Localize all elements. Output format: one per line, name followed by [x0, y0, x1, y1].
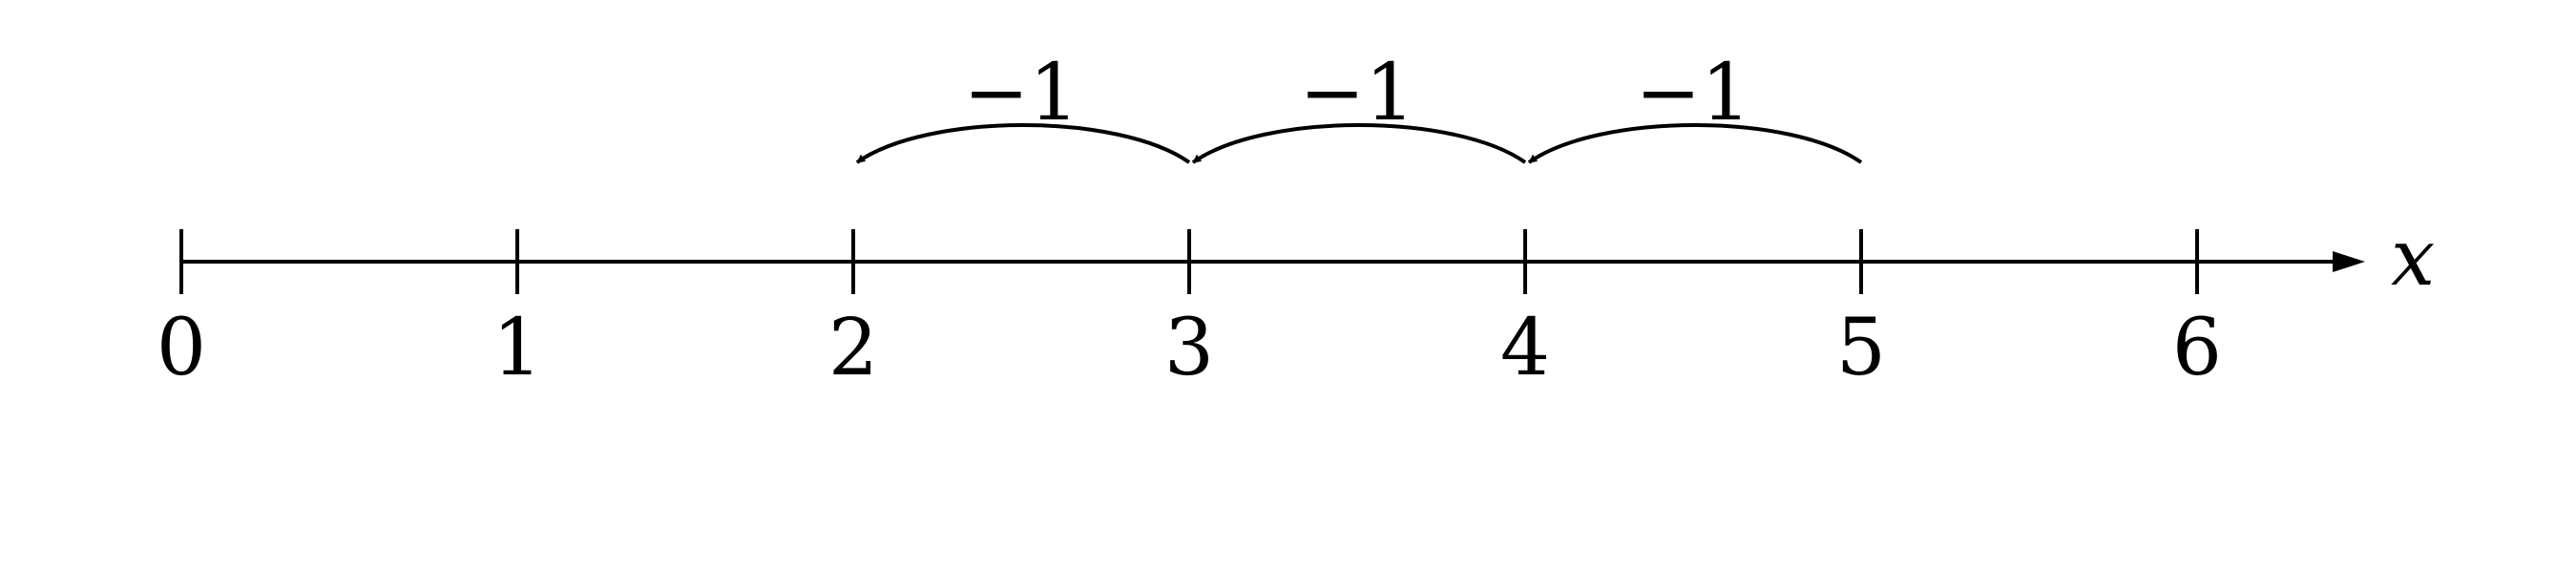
tick-label-1: 1 — [492, 303, 542, 393]
axis-label: x — [2391, 213, 2435, 304]
jump-label-4-to-3: −1 — [1300, 48, 1415, 138]
tick-label-0: 0 — [157, 303, 206, 393]
tick-group: 0 1 2 3 4 5 6 — [157, 229, 2222, 393]
jump-arrow-5-to-4 — [1527, 123, 1863, 164]
jump-arrow-3-to-2 — [855, 123, 1191, 164]
jump-label-5-to-4: −1 — [1636, 48, 1751, 138]
tick-label-2: 2 — [828, 303, 878, 393]
jump-group: −1 −1 −1 — [855, 48, 1863, 164]
tick-label-4: 4 — [1500, 303, 1550, 393]
jump-arrow-4-to-3 — [1191, 123, 1527, 164]
axis-arrowhead — [2333, 251, 2365, 272]
jump-label-3-to-2: −1 — [964, 48, 1079, 138]
tick-label-6: 6 — [2172, 303, 2222, 393]
tick-label-3: 3 — [1164, 303, 1214, 393]
tick-label-5: 5 — [1836, 303, 1886, 393]
